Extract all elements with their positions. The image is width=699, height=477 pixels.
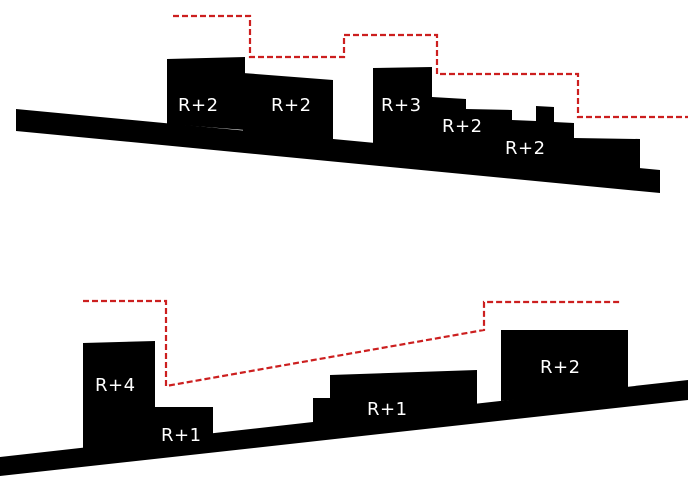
label-bottom-4: R+2 xyxy=(540,357,581,378)
label-bottom-1: R+4 xyxy=(95,375,136,396)
label-top-1: R+2 xyxy=(178,95,219,116)
ground-slab-bottom xyxy=(0,380,688,476)
building-top-3 xyxy=(373,67,640,170)
label-top-4: R+2 xyxy=(442,116,483,137)
height-envelope-bottom xyxy=(83,299,620,388)
label-bottom-2: R+1 xyxy=(161,425,202,446)
building-bottom-1 xyxy=(83,341,155,454)
building-bottom-3 xyxy=(330,370,477,425)
ground-slab-top xyxy=(16,109,660,193)
building-top-2 xyxy=(243,73,333,141)
label-top-5: R+2 xyxy=(505,138,546,159)
building-bottom-4 xyxy=(501,330,628,401)
building-bottom-3-step xyxy=(313,398,332,427)
label-top-2: R+2 xyxy=(271,95,312,116)
building-top-1 xyxy=(167,57,245,130)
label-top-3: R+3 xyxy=(381,95,422,116)
section-bottom: R+4 R+1 R+1 R+2 xyxy=(0,299,688,476)
label-bottom-3: R+1 xyxy=(367,399,408,420)
section-top: R+2 R+2 R+3 R+2 R+2 xyxy=(16,14,688,193)
height-envelope-top xyxy=(173,14,688,119)
building-bottom-2 xyxy=(153,407,213,447)
